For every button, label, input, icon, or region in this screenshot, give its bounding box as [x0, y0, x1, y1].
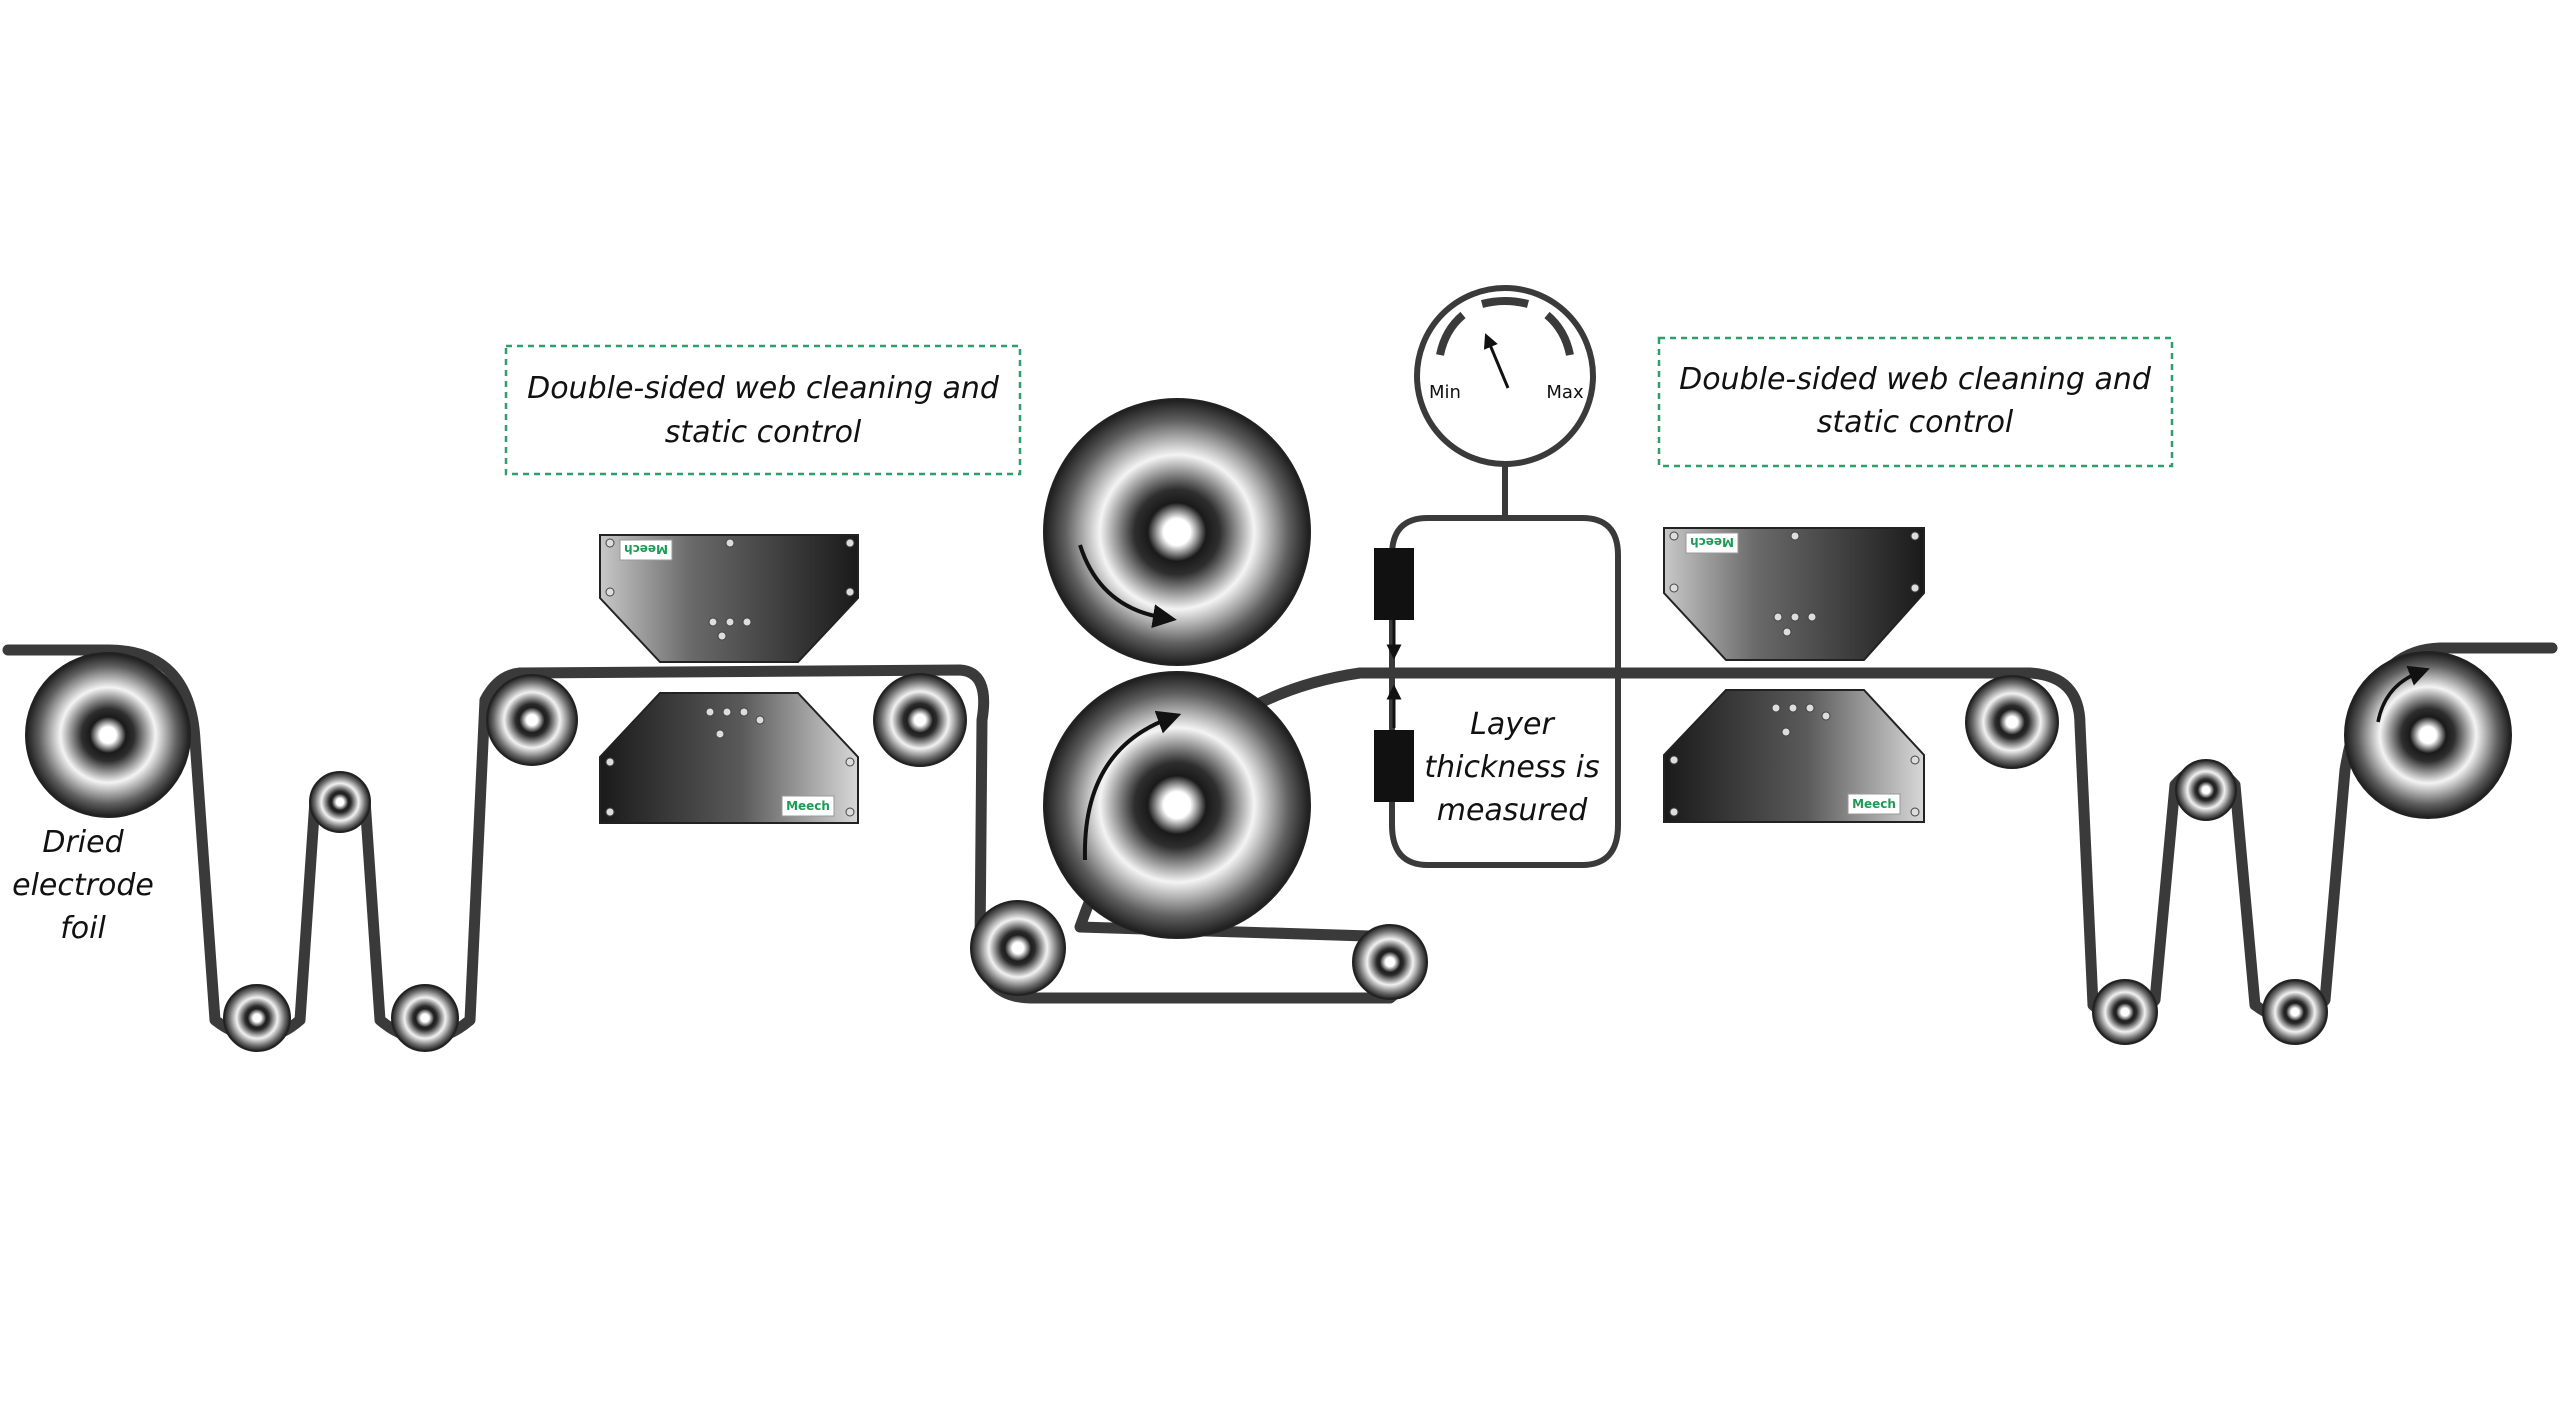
- layer-label-line-2: thickness is: [1424, 750, 1599, 785]
- callout-line-1: Double-sided web cleaning and: [1679, 362, 2152, 397]
- gauge-arc: [1544, 311, 1574, 356]
- gauge-max-label: Max: [1546, 382, 1584, 403]
- guide-roller: [309, 771, 371, 833]
- cleaning-callout-right: Double-sided web cleaning and static con…: [1657, 336, 2174, 468]
- foil-label-line-2: electrode: [12, 868, 154, 903]
- guide-roller: [2262, 979, 2328, 1045]
- guide-roller: [486, 674, 578, 766]
- calender-roll-upper: [1043, 398, 1311, 666]
- foil-label-line-3: foil: [60, 911, 106, 946]
- meech-logo: [619, 539, 673, 561]
- meech-logo-text: Meech: [624, 542, 668, 556]
- cleaning-unit-right-lower: Meech: [1663, 689, 1925, 823]
- cleaning-callout-left: Double-sided web cleaning and static con…: [504, 344, 1022, 476]
- meech-logo: [1685, 532, 1739, 554]
- callout-border: [1657, 336, 2174, 468]
- sensor-lower: [1374, 730, 1414, 802]
- curved-arrow-icon: [1082, 710, 1182, 861]
- guide-roller: [873, 673, 967, 767]
- guide-roller: [2092, 979, 2158, 1045]
- curved-arrow-icon: [2376, 665, 2430, 723]
- gauge-arc: [1480, 297, 1530, 308]
- guide-roller: [223, 984, 291, 1052]
- callout-line-1: Double-sided web cleaning and: [527, 371, 1000, 406]
- meech-logo-text: Meech: [1852, 797, 1896, 811]
- guide-roller: [391, 984, 459, 1052]
- unwind-roll: [25, 652, 191, 818]
- meech-logo: [1847, 793, 1901, 815]
- gauge-arc: [1436, 311, 1466, 356]
- callout-line-2: static control: [665, 415, 862, 450]
- thickness-gauge: Min Max Layer thickness is measured: [1374, 285, 1621, 868]
- meech-logo-text: Meech: [786, 799, 830, 813]
- gauge-dial: [1414, 285, 1596, 467]
- foil-label: Dried electrode foil: [12, 825, 154, 946]
- foil-label-line-1: Dried: [42, 825, 124, 860]
- cleaning-unit-right-upper: Meech: [1663, 527, 1925, 661]
- callout-border: [504, 344, 1022, 476]
- guide-roller: [2175, 759, 2237, 821]
- guide-roller: [1352, 924, 1428, 1000]
- meech-logo-text: Meech: [1690, 535, 1734, 549]
- meech-logo: [781, 795, 835, 817]
- layer-label-line-1: Layer: [1470, 707, 1555, 742]
- layer-label-line-3: measured: [1437, 793, 1588, 828]
- cleaning-unit-left-upper: Meech: [599, 534, 859, 663]
- cleaning-unit-left-lower: Meech: [599, 692, 859, 824]
- sensor-upper: [1374, 548, 1414, 620]
- callout-line-2: static control: [1817, 405, 2014, 440]
- calender-roll-lower: [1043, 671, 1311, 939]
- gauge-min-label: Min: [1429, 382, 1461, 403]
- curved-arrow-icon: [1078, 544, 1177, 629]
- gauge-frame: [1389, 465, 1621, 868]
- needle-icon: [1483, 333, 1510, 389]
- guide-roller: [1965, 675, 2059, 769]
- guide-roller: [970, 900, 1066, 996]
- rewind-roll: [2344, 651, 2512, 819]
